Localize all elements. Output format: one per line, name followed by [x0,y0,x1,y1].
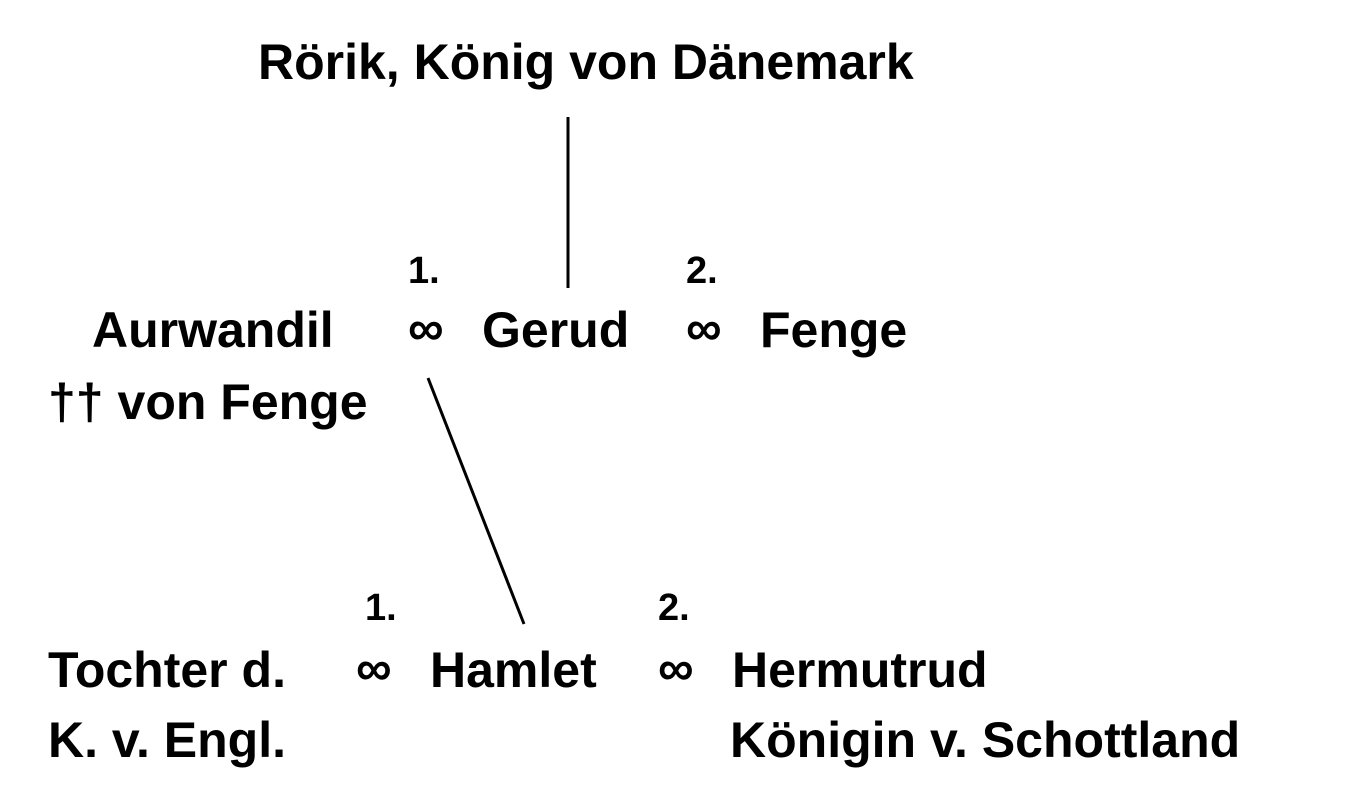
gen2-spouse1-note: †† von Fenge [48,374,368,430]
line-parents-to-hamlet [426,377,526,625]
gen2-marriage1-number: 1. [408,250,440,292]
gen3-marriage2-number: 2. [658,587,690,629]
root-person: Rörik, König von Dänemark [258,34,914,90]
gen2-center: Gerud [482,302,630,358]
gen3-marriage2-symbol: ∞ [658,640,694,696]
gen3-spouse2-line1: Hermutrud [732,642,988,698]
gen3-center: Hamlet [430,642,597,698]
gen2-spouse1: Aurwandil [92,302,334,358]
gen3-marriage1-number: 1. [365,587,397,629]
gen3-spouse1-line2: K. v. Engl. [48,712,286,768]
gen3-spouse2-line2: Königin v. Schottland [730,712,1241,768]
gen2-spouse2: Fenge [760,302,908,358]
gen3-marriage1-symbol: ∞ [356,640,392,696]
gen2-marriage2-number: 2. [686,250,718,292]
gen2-marriage2-symbol: ∞ [686,300,722,356]
gen3-spouse1-line1: Tochter d. [48,642,286,698]
gen2-marriage1-symbol: ∞ [408,300,444,356]
